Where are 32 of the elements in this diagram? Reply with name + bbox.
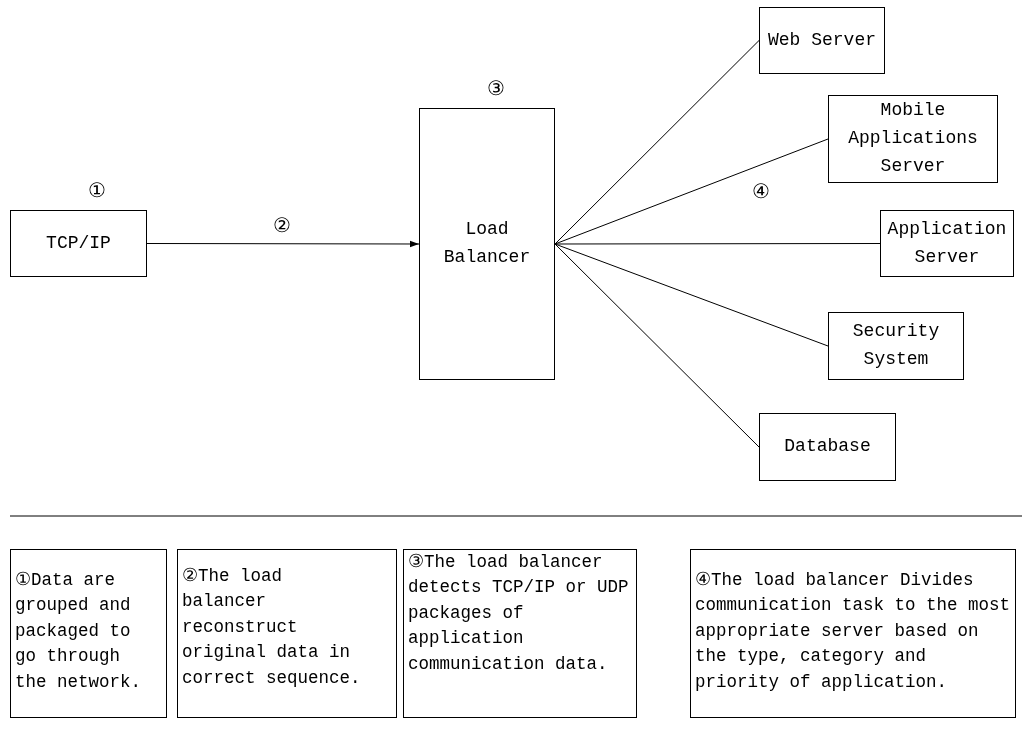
note-text: ②The load balancer reconstruct original data in correct sequence. <box>182 565 362 690</box>
connector-line <box>554 138 829 245</box>
note-box <box>10 549 167 718</box>
node-label: Web Server <box>768 28 876 52</box>
note-text: ①Data are grouped and packaged to go through the network. <box>15 569 143 694</box>
node-label: Security System <box>851 320 941 371</box>
process-box <box>759 413 896 481</box>
edge-label: ② <box>273 216 291 237</box>
process-box <box>759 7 885 74</box>
connector-line <box>554 243 881 245</box>
connector-line <box>554 40 760 245</box>
step-number: ① <box>88 182 106 202</box>
process-box <box>10 210 147 277</box>
process-box <box>419 108 555 380</box>
process-box <box>828 95 998 183</box>
note-text: ③The load balancer detects TCP/IP or UDP packages of application communication data. <box>408 551 630 676</box>
node-label: Mobile Applications Server <box>847 99 979 178</box>
note-box <box>177 549 397 718</box>
connector-line <box>554 243 829 347</box>
connector-line <box>554 243 760 448</box>
process-box <box>880 210 1014 277</box>
process-box <box>828 312 964 380</box>
node-label: Application Server <box>886 217 1008 269</box>
note-box <box>403 549 637 718</box>
arrow <box>146 240 420 248</box>
node-label: Database <box>784 435 871 459</box>
note-text: ④The load balancer Divides communication task to the most appropriate server based on the type, category and priority of application. <box>695 569 1011 694</box>
step-number: ③ <box>487 80 505 100</box>
node-label: Load Balancer <box>442 218 532 269</box>
note-box <box>690 549 1016 718</box>
node-label: TCP/IP <box>46 231 111 255</box>
step-number: ④ <box>752 183 770 203</box>
